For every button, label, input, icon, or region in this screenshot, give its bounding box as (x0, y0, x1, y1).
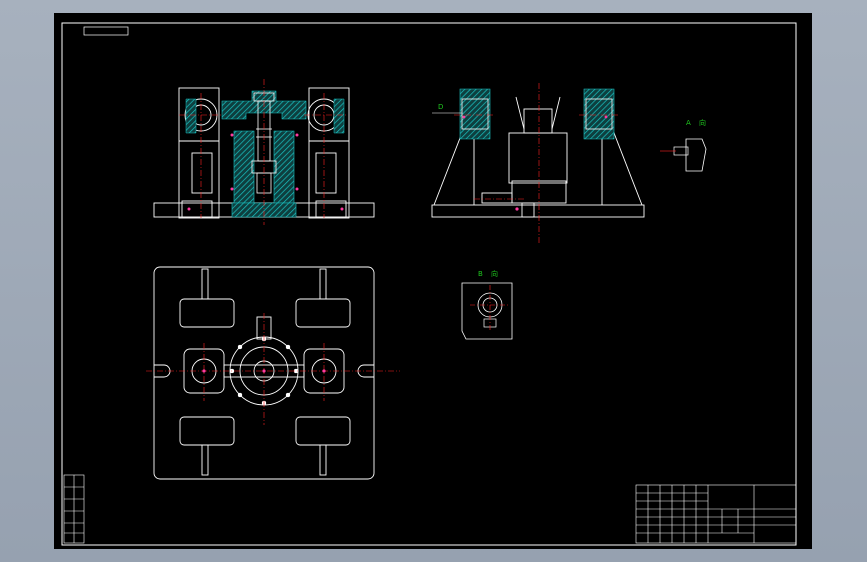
detail-view-a: A 向 (660, 118, 707, 172)
side-label-strip (63, 474, 85, 544)
label-view-a: A (686, 119, 691, 127)
cad-viewport[interactable]: D A 向 B 向 (54, 13, 812, 549)
plan-view (146, 266, 400, 480)
label-view-b-mark: 向 (491, 269, 498, 278)
side-view: D (431, 83, 645, 245)
label-view-b: B (478, 270, 483, 278)
title-block (635, 484, 797, 544)
drawing-canvas: D A 向 B 向 (61, 22, 797, 546)
detail-view-b: B 向 (461, 269, 513, 340)
label-section-d: D (438, 103, 443, 111)
drawing-border (61, 22, 797, 546)
label-view-a-mark: 向 (699, 118, 706, 127)
front-section-view (153, 79, 375, 225)
